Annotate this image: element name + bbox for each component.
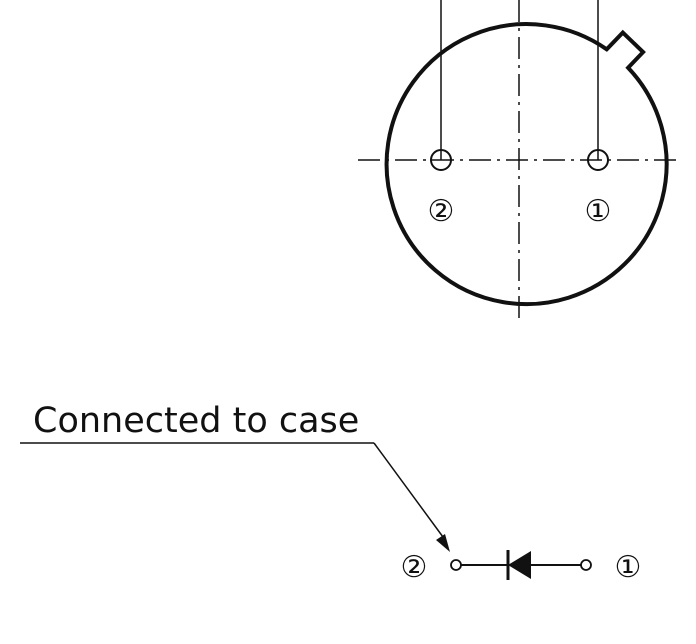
pin-1-circle — [587, 149, 609, 171]
case-callout: Connected to case — [20, 401, 450, 552]
terminal-1-circle — [580, 559, 592, 571]
pin-1-label: ① — [585, 194, 612, 229]
pin-2-label: ② — [428, 194, 455, 229]
pin-2-circle — [430, 149, 452, 171]
case-outline — [384, 22, 669, 307]
callout-leader — [373, 442, 444, 538]
diode-triangle — [508, 551, 531, 579]
terminal-2-circle — [450, 559, 462, 571]
schematic-terminal-1-label: ① — [615, 550, 642, 585]
callout-text: Connected to case — [33, 401, 359, 441]
callout-arrowhead — [436, 534, 450, 552]
package-top-view: ② ① — [358, 0, 680, 322]
schematic-terminal-2-label: ② — [401, 550, 428, 585]
diode-schematic: ② ① — [401, 550, 642, 585]
